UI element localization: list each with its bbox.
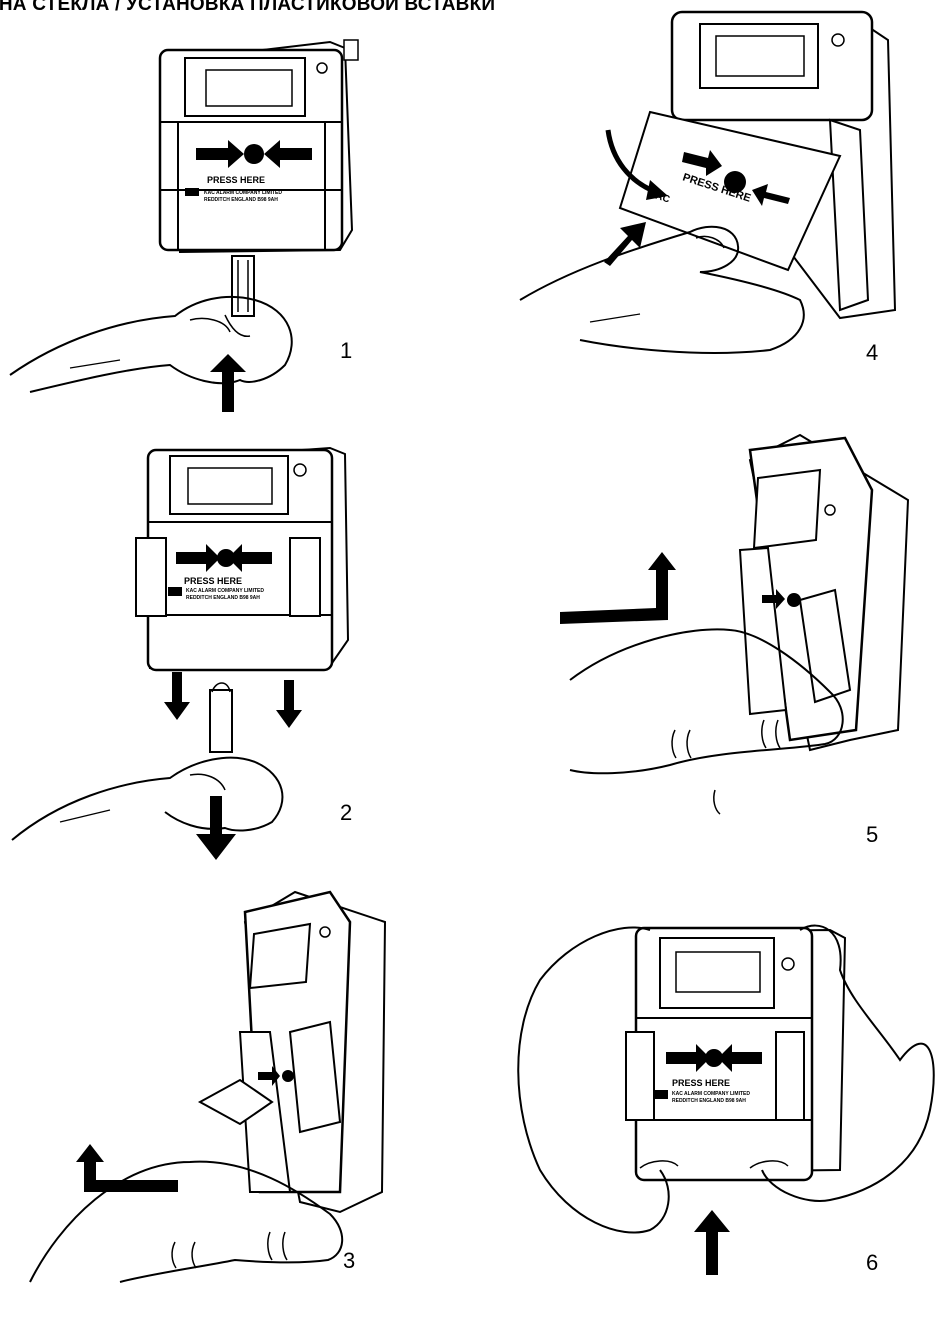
step-number: 5 (866, 822, 878, 848)
step-1-panel: PRESS HERE KAC ALARM COMPANY LIMITED RED… (0, 20, 430, 440)
indicator-led (825, 505, 835, 515)
hand-illustration (12, 758, 282, 840)
step-number: 6 (866, 1250, 878, 1276)
press-dot-icon (244, 144, 264, 164)
indicator-led (320, 927, 330, 937)
step-5-panel: 5 (500, 430, 930, 850)
step-3-panel: 3 (0, 862, 430, 1282)
svg-text:REDDITCH ENGLAND B98 9AH: REDDITCH ENGLAND B98 9AH (204, 197, 278, 203)
indicator-led (294, 464, 306, 476)
step-3-illustration (0, 862, 430, 1282)
arrow-up-icon (694, 1210, 730, 1275)
step-2-illustration: PRESS HERE KAC ALARM COMPANY LIMITED RED… (0, 430, 430, 850)
step-2-panel: PRESS HERE KAC ALARM COMPANY LIMITED RED… (0, 430, 430, 850)
step-6-illustration: PRESS HERE KAC ALARM COMPANY LIMITED RED… (500, 920, 940, 1282)
svg-text:KAC ALARM COMPANY LIMITED: KAC ALARM COMPANY LIMITED (186, 588, 264, 594)
svg-text:KAC ALARM COMPANY LIMITED: KAC ALARM COMPANY LIMITED (204, 190, 282, 196)
step-6-panel: PRESS HERE KAC ALARM COMPANY LIMITED RED… (500, 920, 930, 1340)
arrow-up-right-icon (604, 222, 646, 266)
arrow-down-icon (164, 672, 190, 720)
arrow-down-icon (276, 680, 302, 728)
press-here-text: PRESS HERE (672, 1078, 730, 1088)
step-4-panel: PRESS HERE KAC 4 (500, 0, 930, 420)
arrow-up-left-icon (76, 1144, 178, 1192)
press-here-text: PRESS HERE (207, 175, 265, 185)
step-number: 1 (340, 338, 352, 364)
step-number: 4 (866, 340, 878, 366)
svg-text:REDDITCH ENGLAND B98 9AH: REDDITCH ENGLAND B98 9AH (186, 595, 260, 601)
indicator-led (317, 63, 327, 73)
step-number: 3 (343, 1248, 355, 1274)
press-here-text: PRESS HERE (184, 576, 242, 586)
svg-text:REDDITCH ENGLAND B98 9AH: REDDITCH ENGLAND B98 9AH (672, 1098, 746, 1104)
step-5-illustration (500, 430, 940, 850)
display-window (754, 470, 820, 548)
arrow-up-right-icon (560, 552, 676, 624)
indicator-led (832, 34, 844, 46)
step-1-illustration: PRESS HERE KAC ALARM COMPANY LIMITED RED… (0, 20, 430, 420)
step-number: 2 (340, 800, 352, 826)
display-window (250, 924, 310, 988)
test-key (232, 256, 254, 316)
page-title: ЕНА СТЕКЛА / УСТАНОВКА ПЛАСТИКОВОЙ ВСТАВ… (0, 0, 495, 16)
indicator-led (782, 958, 794, 970)
test-key (210, 690, 232, 752)
svg-text:KAC ALARM COMPANY LIMITED: KAC ALARM COMPANY LIMITED (672, 1091, 750, 1097)
